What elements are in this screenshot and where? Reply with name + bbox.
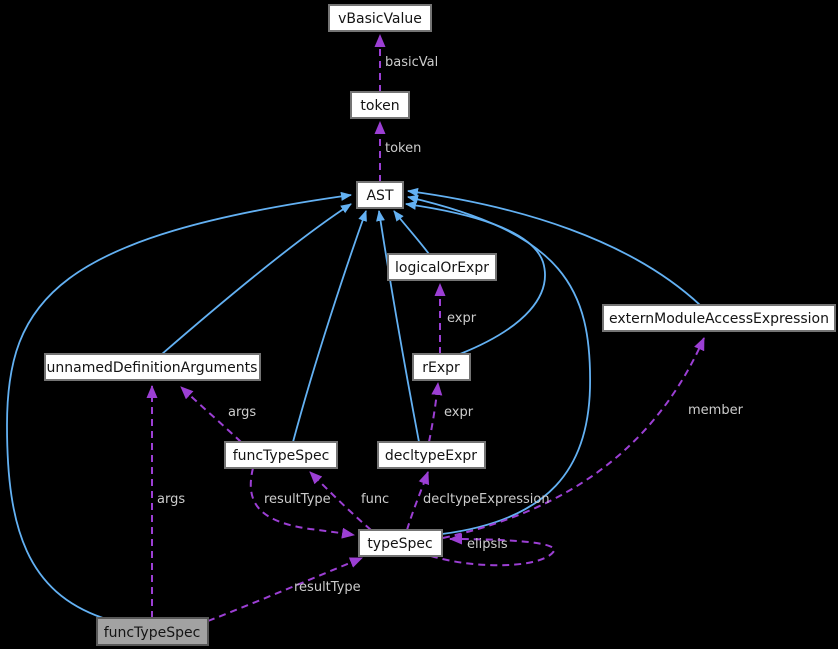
node-functypespec-mid[interactable]: funcTypeSpec xyxy=(224,441,338,469)
edge-inherit-decltypeexpr-to-ast xyxy=(376,210,420,443)
node-label-logicalorexpr: logicalOrExpr xyxy=(395,260,489,276)
node-token[interactable]: token xyxy=(350,91,410,119)
node-vbasicvalue[interactable]: vBasicValue xyxy=(328,4,432,32)
edge-inherit-functypespec-mid-to-ast xyxy=(292,210,367,443)
edge-label-expr-upper: expr xyxy=(447,311,477,326)
edge-label-elipsis: elipsis xyxy=(467,537,508,552)
edge-label-resulttype-bottom: resultType xyxy=(294,580,361,595)
node-box-logicalorexpr xyxy=(387,253,497,281)
edge-label-resulttype-mid: resultType xyxy=(264,492,331,507)
node-ast[interactable]: AST xyxy=(356,181,404,209)
node-typespec[interactable]: typeSpec xyxy=(358,529,443,557)
edge-inherit-functypespec-focus-to-ast xyxy=(6,191,352,619)
node-box-functypespec-mid xyxy=(224,441,338,469)
node-box-decltypeexpr xyxy=(377,441,486,469)
edge-label-basicval: basicVal xyxy=(385,55,438,70)
node-label-functypespec-focus: funcTypeSpec xyxy=(104,625,201,641)
edge-usage-typespec-self-elipsis xyxy=(430,533,556,567)
node-label-functypespec-mid: funcTypeSpec xyxy=(233,448,330,464)
node-label-typespec: typeSpec xyxy=(367,536,432,552)
edge-usage-typespec-to-externmoduleaccessexpression xyxy=(442,337,705,539)
edge-usage-typespec-to-decltypeexpr xyxy=(406,471,430,531)
node-functypespec-focus[interactable]: funcTypeSpec xyxy=(96,617,209,646)
edge-usage-functypespec-focus-to-typespec xyxy=(207,557,363,622)
edge-usage-decltypeexpr-to-rexpr xyxy=(428,382,443,443)
node-label-vbasicvalue: vBasicValue xyxy=(338,11,422,27)
edge-label-args-right: args xyxy=(228,405,256,420)
edge-label-member: member xyxy=(688,403,744,418)
node-box-vbasicvalue xyxy=(328,4,432,32)
edge-label-expr-lower: expr xyxy=(444,405,474,420)
edge-label-token: token xyxy=(385,141,421,156)
edge-label-args-left: args xyxy=(157,492,185,507)
node-box-typespec xyxy=(358,529,443,557)
node-label-unnameddefinitionarguments: unnamedDefinitionArguments xyxy=(47,360,258,376)
node-box-ast xyxy=(356,181,404,209)
edge-usage-functypespec-mid-to-typespec xyxy=(249,467,355,539)
edge-inherit-externmoduleaccessexpression-to-ast xyxy=(407,187,701,306)
node-unnameddefinitionarguments[interactable]: unnamedDefinitionArguments xyxy=(44,353,261,381)
edge-usage-functypespec-mid-to-unnameddefinitionarguments xyxy=(180,386,242,443)
node-label-rexpr: rExpr xyxy=(422,360,460,376)
node-label-decltypeexpr: decltypeExpr xyxy=(385,448,477,464)
node-rexpr[interactable]: rExpr xyxy=(412,353,471,381)
edge-label-func: func xyxy=(361,492,389,507)
node-logicalorexpr[interactable]: logicalOrExpr xyxy=(387,253,497,281)
node-box-unnameddefinitionarguments xyxy=(44,353,261,381)
node-label-ast: AST xyxy=(366,188,393,204)
edge-inherit-typespec-to-ast xyxy=(407,194,591,535)
node-label-token: token xyxy=(360,98,399,114)
node-box-externmoduleaccessexpression xyxy=(602,304,836,332)
node-box-token xyxy=(350,91,410,119)
node-box-rexpr xyxy=(412,353,471,381)
edge-usage-typespec-to-functypespec-mid xyxy=(309,471,372,531)
edge-inherit-unnameddefinitionarguments-to-ast xyxy=(161,203,352,355)
edge-label-decltypeexpression: decltypeExpression xyxy=(423,492,550,507)
edge-inherit-logicalorexpr-to-ast xyxy=(393,210,430,255)
node-label-externmoduleaccessexpression: externModuleAccessExpression xyxy=(609,311,829,327)
node-decltypeexpr[interactable]: decltypeExpr xyxy=(377,441,486,469)
node-box-functypespec-focus xyxy=(96,617,209,646)
node-externmoduleaccessexpression[interactable]: externModuleAccessExpression xyxy=(602,304,836,332)
edge-inherit-rexpr-to-ast xyxy=(405,200,546,355)
